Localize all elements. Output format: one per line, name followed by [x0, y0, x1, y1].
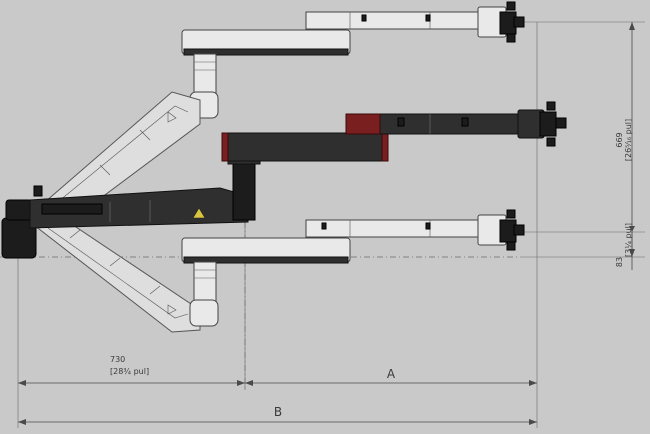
lower-arm-bottom	[181, 209, 525, 327]
dimension-a: A	[245, 367, 537, 386]
dim-a-label: A	[387, 367, 396, 381]
dim-83-value: 83	[615, 257, 624, 267]
dimension-83: 83 [3¼ pul]	[615, 223, 635, 270]
lower-link-arm	[28, 214, 201, 333]
dim-730-imperial: [28¾ pul]	[110, 367, 149, 376]
dimension-730: 730 [28¾ pul]	[18, 355, 245, 386]
dim-730-value: 730	[110, 355, 125, 364]
dim-669-imperial: [26⁵⁄₁₆ pul]	[624, 119, 633, 161]
dim-83-imperial: [3¼ pul]	[624, 223, 633, 257]
middle-arm-dark	[1, 101, 567, 259]
dimension-669: 669 [26⁵⁄₁₆ pul]	[615, 22, 635, 257]
dim-669-value: 669	[615, 132, 624, 147]
dimension-b: B	[18, 405, 537, 425]
dim-b-label: B	[274, 405, 282, 419]
upper-arm-top	[181, 1, 525, 119]
